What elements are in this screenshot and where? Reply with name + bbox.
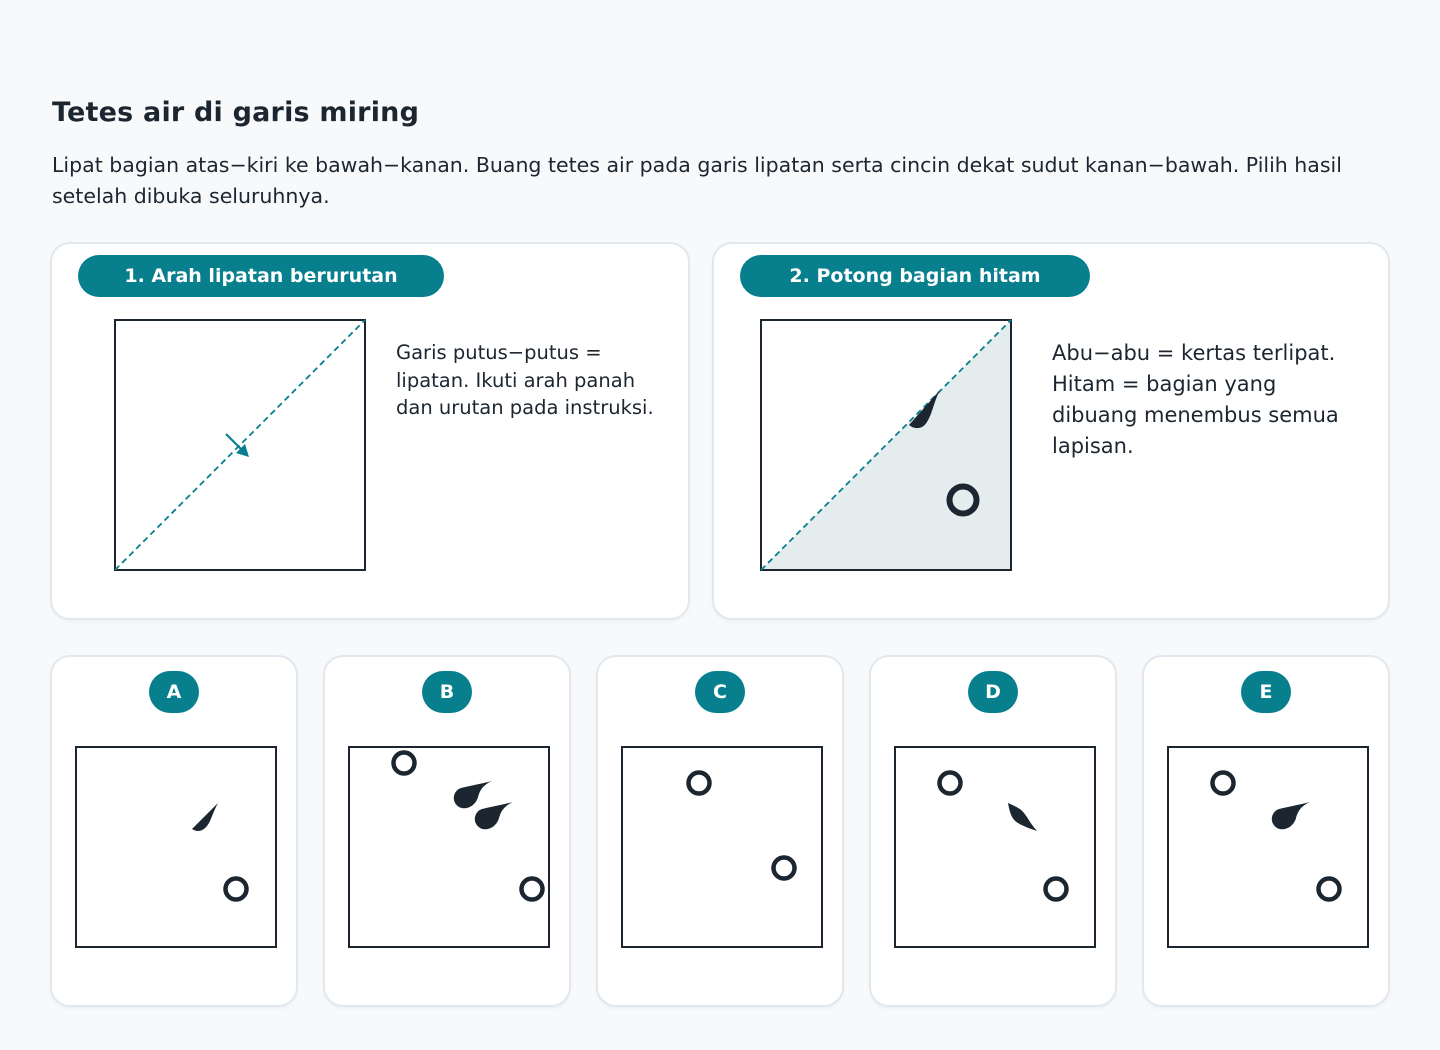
ring-hole [1210,770,1236,796]
paper-square [894,746,1096,948]
drop-hole [474,802,513,830]
ring-hole [223,876,249,902]
fold-arrow-icon [225,433,249,457]
ring-hole [686,770,712,796]
cut-diagram [760,319,1012,571]
double-drop-hole [1008,803,1037,831]
fold-diagram [114,319,366,571]
option-diagram [621,746,823,948]
drop-hole [192,803,218,831]
option-label: D [968,671,1018,713]
cut-panel: 2. Potong bagian hitam Abu−abu = kertas … [712,242,1390,620]
cut-legend-note: Abu−abu = kertas terlipat. Hitam = bagia… [1052,341,1339,458]
option-diagram [348,746,550,948]
option-diagram [1167,746,1369,948]
drop-cut-shape [909,390,940,429]
ring-hole [1316,876,1342,902]
paper-square [348,746,550,948]
drop-hole [1271,802,1310,830]
ring-cut-shape [946,483,980,517]
ring-hole [771,855,797,881]
option-label: A [149,671,199,713]
fold-line [114,319,366,571]
option-card-e[interactable]: E [1142,655,1390,1007]
option-label: E [1241,671,1291,713]
option-diagram [75,746,277,948]
fold-direction-heading: 1. Arah lipatan berurutan [78,255,444,297]
paper-square [621,746,823,948]
fold-direction-panel: 1. Arah lipatan berurutan Garis putus−pu… [50,242,690,620]
ring-hole [391,750,417,776]
option-label: B [422,671,472,713]
instruction-text: Lipat bagian atas−kiri ke bawah−kanan. B… [52,153,1342,208]
option-card-d[interactable]: D [869,655,1117,1007]
ring-hole [1043,876,1069,902]
option-card-b[interactable]: B [323,655,571,1007]
paper-square [1167,746,1369,948]
cut-heading: 2. Potong bagian hitam [740,255,1090,297]
fold-line [760,319,1012,571]
option-card-c[interactable]: C [596,655,844,1007]
drop-hole [453,781,492,809]
paper-square [75,746,277,948]
fold-legend-note: Garis putus−putus = lipatan. Ikuti arah … [396,341,654,419]
option-diagram [894,746,1096,948]
option-label: C [695,671,745,713]
ring-hole [937,770,963,796]
ring-hole [519,876,545,902]
option-card-a[interactable]: A [50,655,298,1007]
page-title: Tetes air di garis miring [52,97,420,128]
